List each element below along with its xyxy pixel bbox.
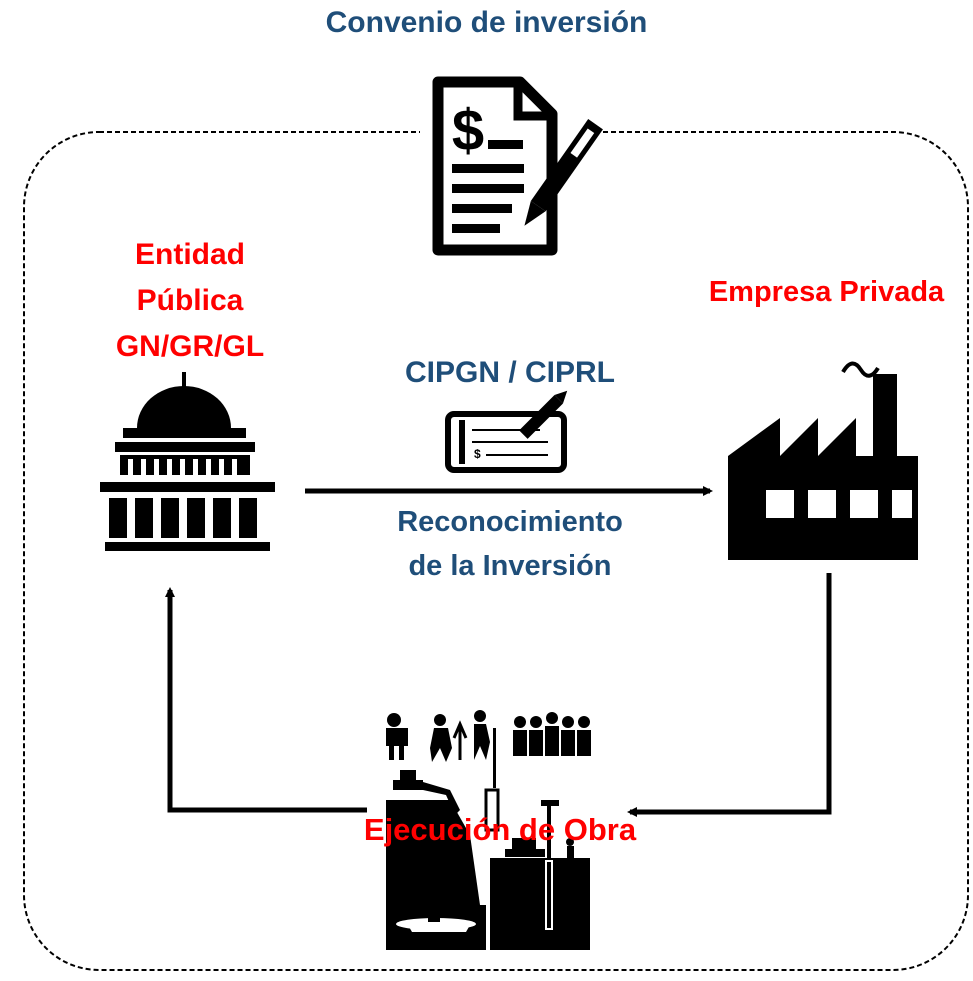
execution-label: Ejecución de Obra [363, 812, 637, 847]
certificate-label: CIPGN / CIPRL [404, 356, 615, 389]
arrow-execution-to-public [165, 587, 367, 813]
recognition-line: Reconocimiento [397, 506, 623, 538]
construction-workers-icon [386, 710, 591, 950]
recognition-line: de la Inversión [408, 550, 612, 582]
contract-icon: $ [420, 72, 603, 267]
government-building-icon [100, 372, 275, 551]
arrow-private-to-execution [627, 573, 832, 817]
factory-icon [728, 361, 918, 560]
public-entity-line: Pública [136, 284, 244, 317]
recognition-label: Reconocimiento de la Inversión [330, 500, 690, 588]
public-entity-line: Entidad [135, 238, 245, 271]
svg-text:$: $ [452, 98, 484, 163]
public-entity-label: Entidad Pública GN/GR/GL [40, 232, 340, 370]
public-entity-line: GN/GR/GL [115, 330, 265, 363]
private-company-label: Empresa Privada [708, 276, 945, 308]
svg-text:$: $ [474, 447, 481, 461]
check-icon: $ [445, 390, 568, 473]
diagram-title: Convenio de inversión [325, 6, 648, 39]
